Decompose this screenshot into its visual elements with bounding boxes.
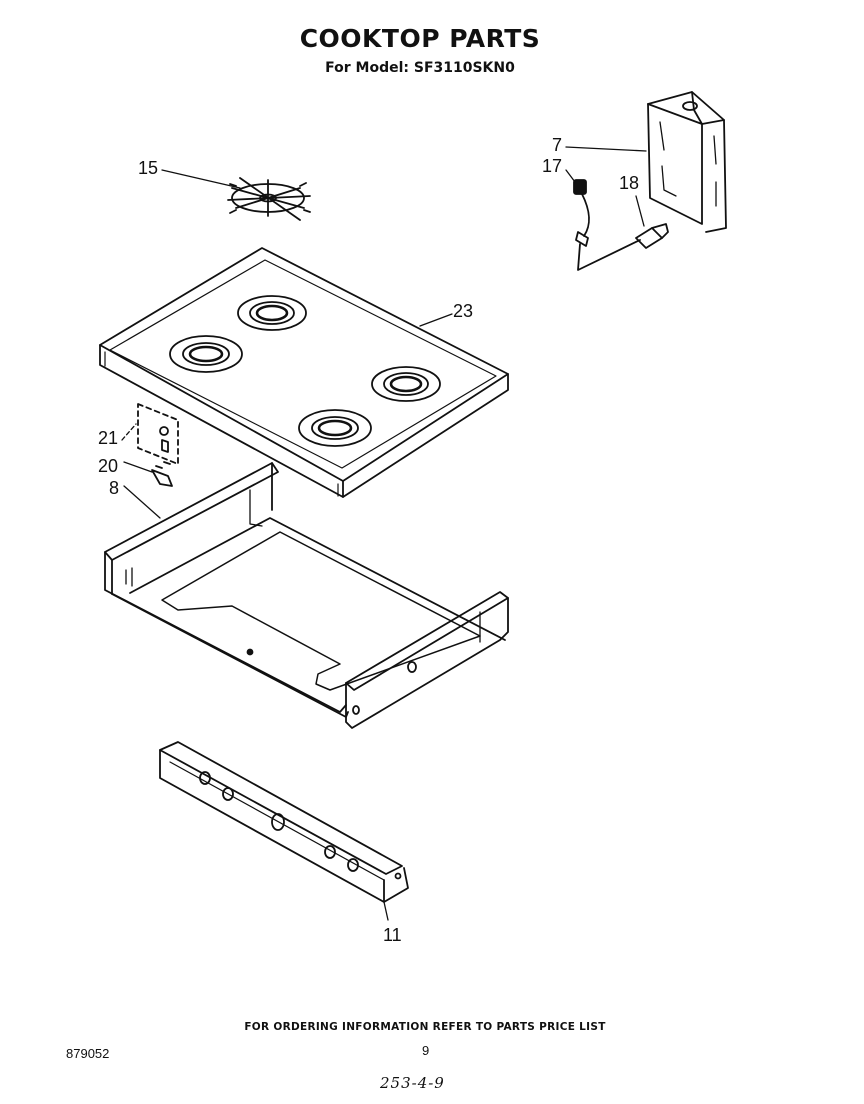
document-number: 879052 (66, 1046, 110, 1061)
part-15-grate (227, 177, 311, 221)
callout-20: 20 (98, 456, 119, 476)
callout-8: 8 (109, 478, 120, 498)
ordering-note: FOR ORDERING INFORMATION REFER TO PARTS … (244, 1021, 606, 1033)
callout-17: 17 (542, 156, 563, 176)
callout-18: 18 (619, 173, 640, 193)
callout-15: 15 (138, 158, 159, 178)
part-17-switch (573, 179, 641, 271)
part-23-cooktop (99, 247, 509, 498)
part-21-bracket (137, 403, 179, 465)
model-subtitle: For Model: SF3110SKN0 (325, 60, 515, 76)
callout-21: 21 (98, 428, 119, 448)
page-title: COOKTOP PARTS (299, 24, 541, 53)
part-7-mounting-bracket (647, 91, 727, 233)
part-8-burner-box (104, 462, 509, 729)
leader-lines (121, 146, 647, 921)
part-11-manifold-panel (159, 741, 409, 903)
page-number: 9 (422, 1043, 430, 1058)
part-18-terminal (635, 223, 669, 249)
handwritten-reference: 253-4-9 (380, 1074, 445, 1092)
callout-23: 23 (453, 301, 474, 321)
callout-7: 7 (552, 135, 563, 155)
part-20-clip (151, 461, 173, 487)
callout-11: 11 (383, 925, 402, 945)
